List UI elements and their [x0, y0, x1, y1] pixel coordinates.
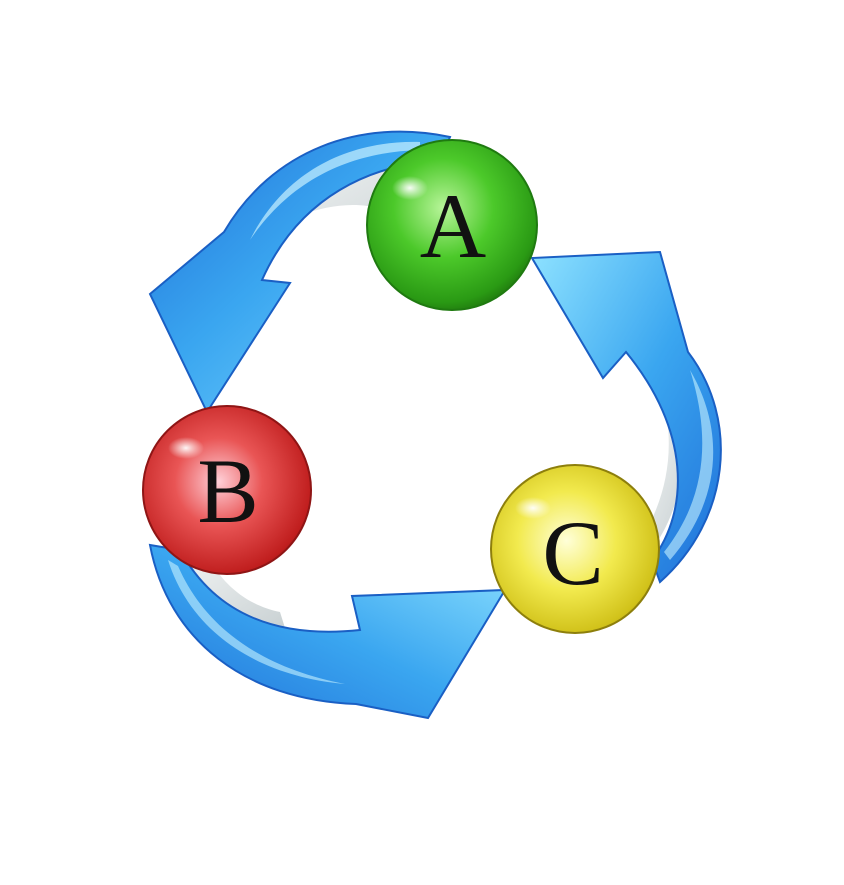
- node-a-gloss: [392, 176, 428, 200]
- arrow-c-to-a: [530, 250, 722, 584]
- node-b: B: [142, 405, 312, 575]
- node-a-label: A: [420, 175, 486, 277]
- node-b-label: B: [197, 440, 258, 542]
- node-c-gloss: [515, 497, 551, 519]
- arrow-b-to-c: [148, 543, 507, 720]
- node-c-label: C: [542, 502, 603, 604]
- node-b-gloss: [168, 437, 204, 459]
- node-a: A: [366, 139, 538, 311]
- node-c: C: [490, 464, 660, 634]
